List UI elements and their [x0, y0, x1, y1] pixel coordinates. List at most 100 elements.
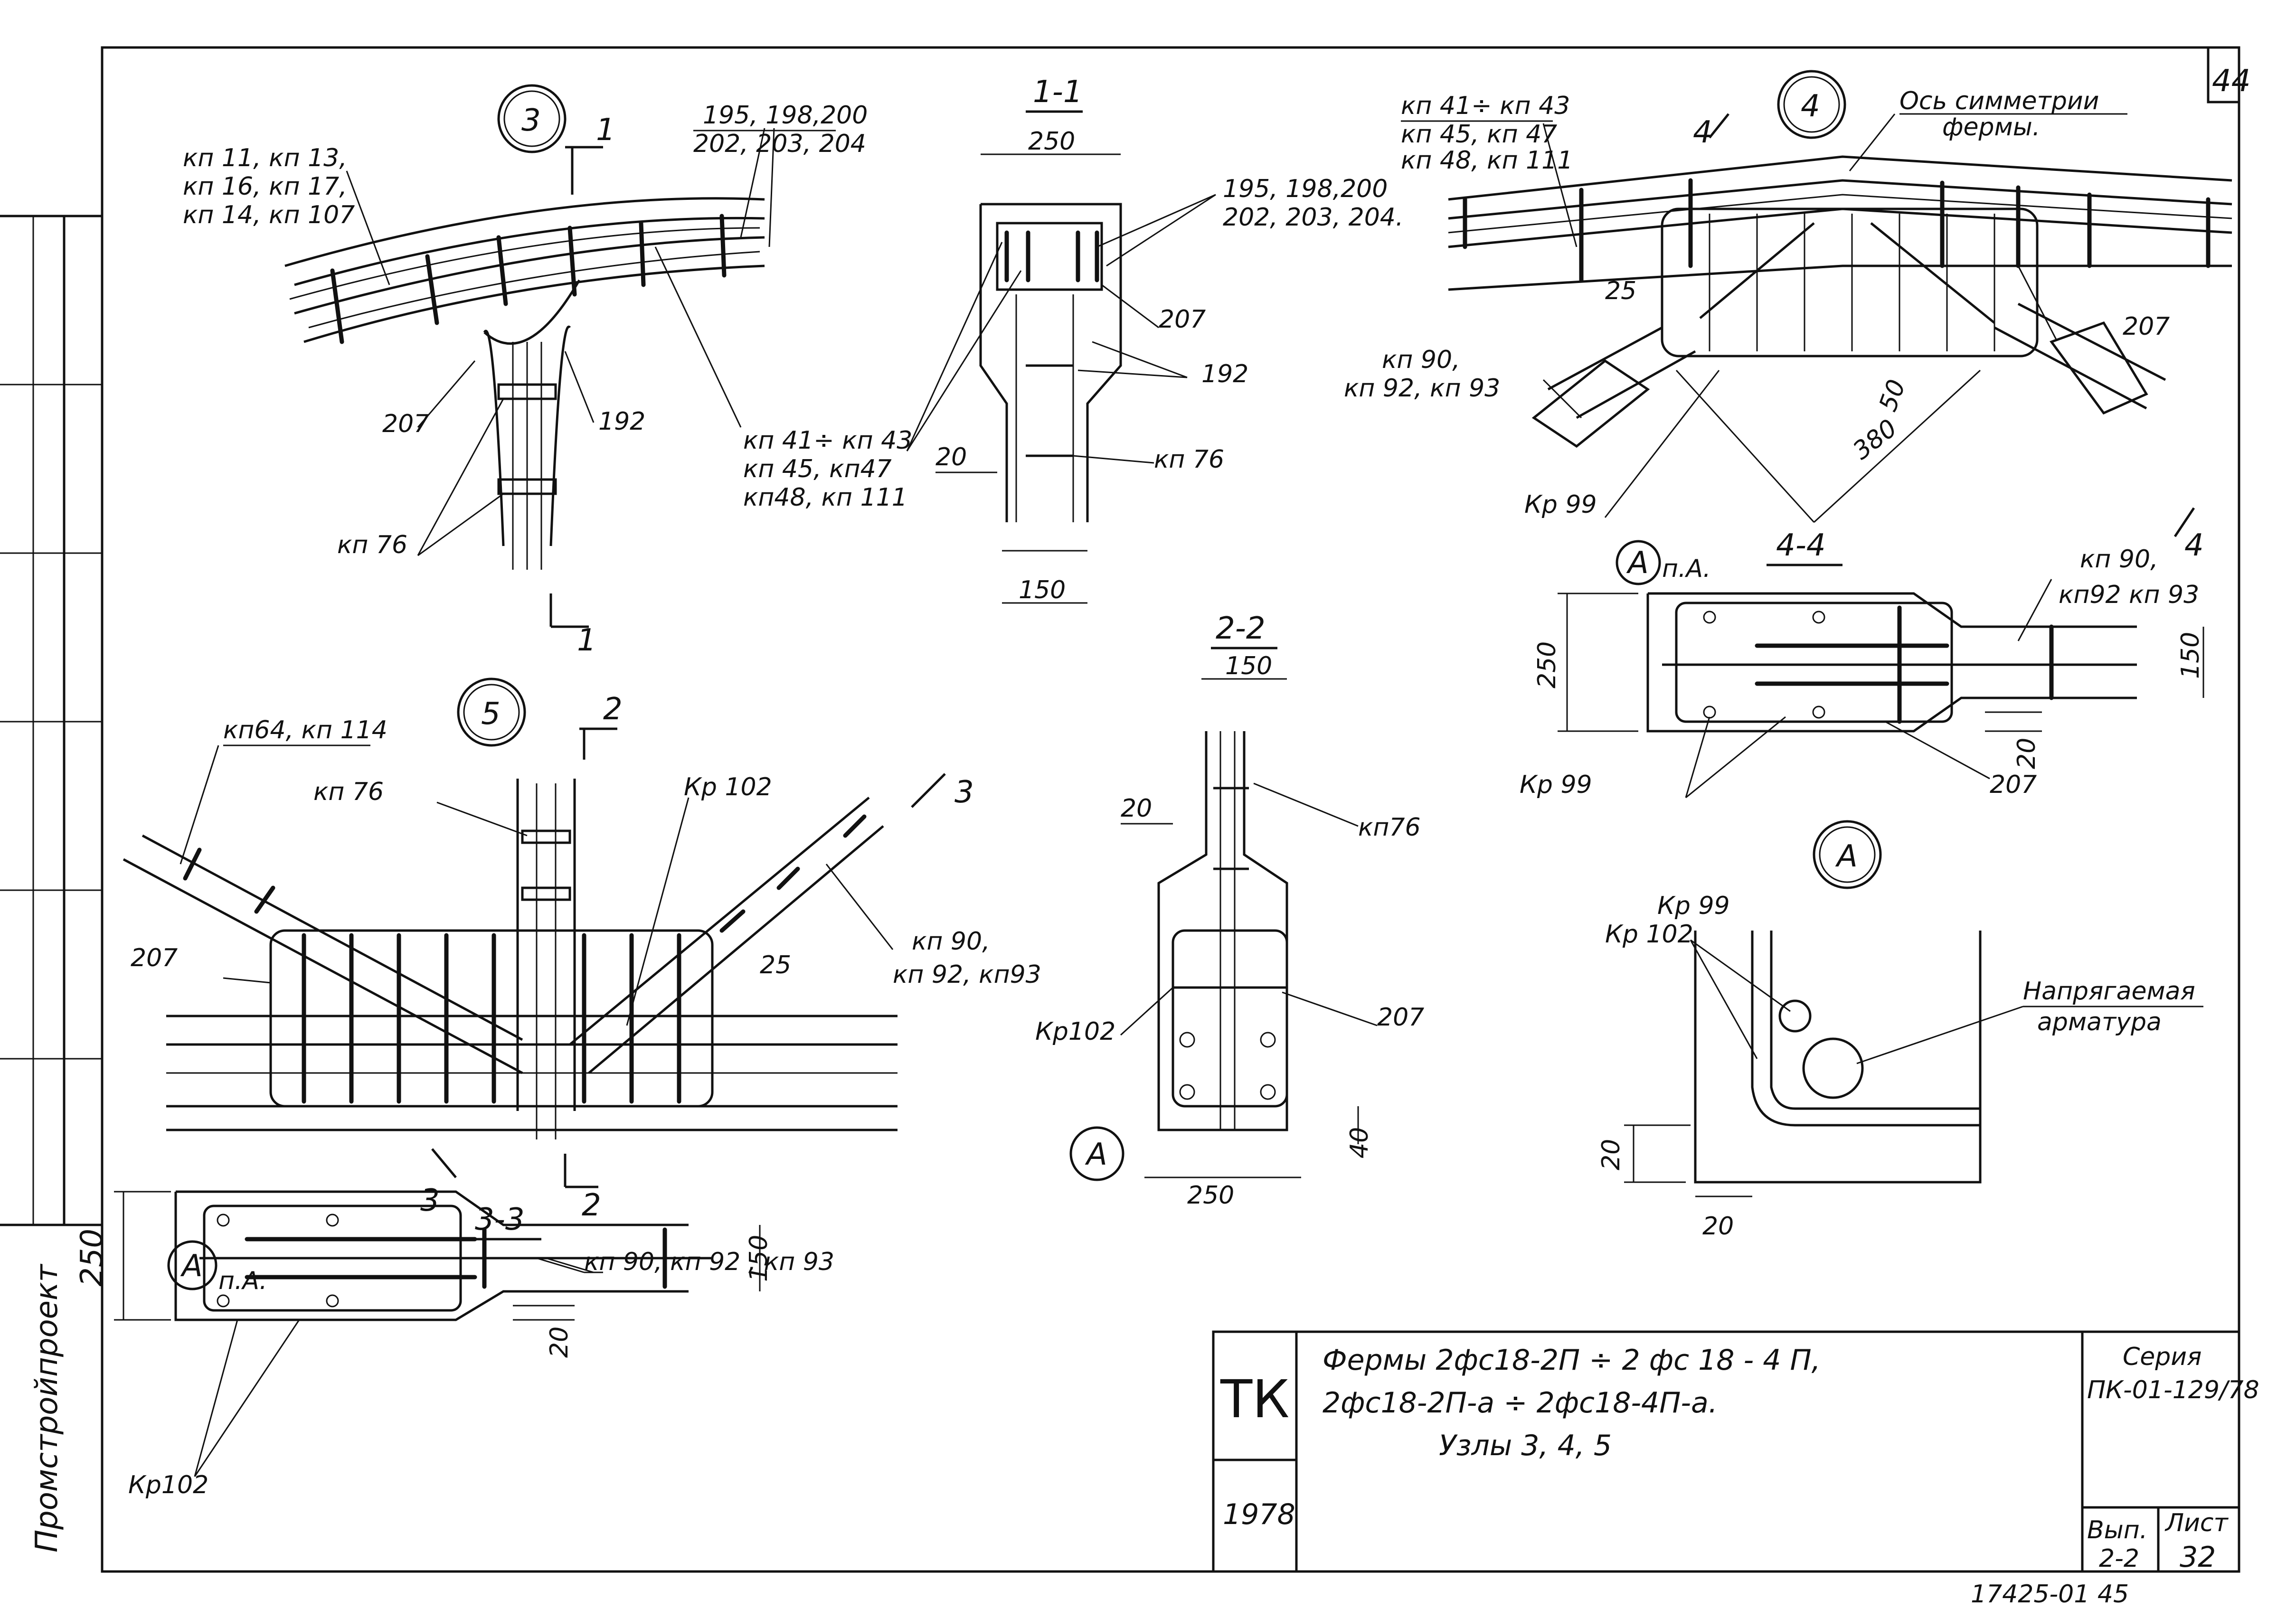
section-2-2-label-kr102: Кр102 — [1035, 1017, 1115, 1046]
node-4-group-2: кп 45, кп 47 — [1401, 120, 1557, 149]
node-5-section-mark-top: 2 — [603, 692, 623, 727]
node-3-group-left-2: кп 16, кп 17, — [183, 172, 347, 201]
section-1-1-dim-250: 250 — [1028, 127, 1075, 156]
detail-a-kr-1: Кр 99 — [1657, 892, 1730, 920]
node-4-dim-50: 50 — [1874, 376, 1911, 415]
node-5-label-kp64: кп64, кп 114 — [223, 716, 387, 744]
detail-a-strand-1: Напрягаемая — [2023, 977, 2195, 1006]
section-1-1-title: 1-1 — [1033, 75, 1083, 110]
node-5-label-kp76: кп 76 — [313, 778, 384, 806]
section-1-1-dim-150: 150 — [1019, 576, 1066, 604]
title-block-sheet-label: Лист — [2164, 1509, 2229, 1537]
title-block-series-label: Серия — [2123, 1343, 2202, 1371]
section-3-3-drawing: А п.А. 250 150 20 кп 90, кп 92 , кп 93 К… — [75, 1190, 834, 1499]
detail-a-marker — [1813, 820, 1882, 889]
detail-a-strand-2: арматура — [2037, 1008, 2162, 1036]
section-2-2-dim-250: 250 — [1187, 1181, 1234, 1210]
section-3-3-pa: п.А. — [218, 1267, 267, 1295]
node-4-axis-label-2: фермы. — [1942, 113, 2040, 141]
node-3-kp41-2: кп 45, кп47 — [743, 455, 892, 483]
node-5-label-207: 207 — [131, 944, 178, 972]
detail-a-marker-label: А — [1835, 839, 1858, 874]
section-3-3-dim-150: 150 — [745, 1235, 773, 1282]
node-4-kp90-2: кп 92, кп 93 — [1344, 374, 1500, 403]
node-5-section-2-bottom: 2 — [582, 1188, 601, 1223]
node-4-label-kr99: Кр 99 — [1524, 490, 1597, 519]
node-4-kp90-1: кп 90, — [1382, 346, 1460, 374]
title-block: ТК 1978 Фермы 2фс18-2П ÷ 2 фс 18 - 4 П, … — [1212, 1330, 2259, 1574]
node-3-marker-label: 3 — [521, 103, 541, 138]
section-1-1-label-207: 207 — [1159, 305, 1206, 334]
node-4-dim-25: 25 — [1605, 277, 1636, 305]
node-3-group-left-3: кп 14, кп 107 — [183, 201, 355, 229]
node-3-kp41-1: кп 41÷ кп 43 — [743, 426, 912, 455]
node-4-group-1: кп 41÷ кп 43 — [1401, 92, 1570, 120]
title-block-sheet: 32 — [2180, 1541, 2216, 1574]
node-4-marker — [1777, 70, 1846, 139]
node-3-label-207: 207 — [382, 410, 429, 438]
detail-a-kr-2: Кр 102 — [1605, 920, 1693, 949]
node-5-dim-25: 25 — [760, 951, 791, 979]
node-4-axis-label-1: Ось симметрии — [1899, 87, 2099, 115]
section-2-2-title: 2-2 — [1216, 611, 1266, 646]
detail-a-drawing: А 20 20 Кр 99 Кр 102 Напрягаемая арматур… — [1597, 820, 2203, 1241]
title-block-year: 1978 — [1223, 1498, 1295, 1531]
section-4-4-title: 4-4 — [1776, 528, 1826, 563]
section-4-4-dim-20: 20 — [2013, 738, 2041, 769]
section-4-4-detail-a-marker — [1616, 540, 1661, 585]
title-block-issue-label: Вып. — [2087, 1516, 2147, 1544]
node-4-dim-380: 380 — [1848, 414, 1902, 465]
node-5-kp90-1: кп 90, — [912, 927, 990, 956]
section-2-2-detail-a-marker — [1069, 1126, 1124, 1181]
section-2-2-label-kp76: кп76 — [1358, 813, 1421, 842]
section-2-2-dim-40: 40 — [1345, 1127, 1374, 1158]
section-4-4-detail-a: А — [1626, 546, 1649, 581]
node-5-drawing: 5 2 3 — [123, 677, 1041, 1241]
node-5-section-3-right: 3 — [954, 775, 974, 810]
section-2-2-label-207: 207 — [1377, 1003, 1424, 1032]
node-3-label-192: 192 — [598, 407, 645, 436]
section-4-4-drawing: 4-4 А п.А. 250 150 20 кп 90, кп92 кп 93 … — [1520, 528, 2205, 799]
title-block-issue: 2-2 — [2099, 1544, 2139, 1573]
section-4-4-pa: п.А. — [1662, 555, 1711, 583]
section-3-3-detail-a: А — [180, 1249, 203, 1284]
node-4-marker-label: 4 — [1801, 89, 1820, 124]
node-4-group-3: кп 48, кп 111 — [1401, 146, 1573, 175]
section-4-4-dim-150: 150 — [2176, 632, 2205, 679]
sheet-frame: 44 Промстройпроект — [0, 46, 2250, 1573]
title-block-title-2: 2фс18-2П-а ÷ 2фс18-4П-а. — [1323, 1386, 1718, 1420]
node-3-marker — [497, 84, 567, 153]
node-4-drawing: 4 Ось симметрии фермы. — [1344, 70, 2232, 563]
section-2-2-drawing: 2-2 150 20 250 40 А кп76 Кр102 207 — [1035, 611, 1424, 1210]
node-3-group-top-1: 195, 198,200 — [703, 101, 868, 130]
section-1-1-label-kp76: кп 76 — [1154, 445, 1224, 474]
node-5-kp90-2: кп 92, кп93 — [893, 960, 1041, 989]
title-block-title-3: Узлы 3, 4, 5 — [1439, 1429, 1612, 1462]
node-3-kp41-3: кп48, кп 111 — [743, 483, 907, 512]
node-5-marker-label: 5 — [481, 696, 501, 732]
section-3-3-dim-20: 20 — [545, 1327, 574, 1358]
node-3-drawing: 3 1 1 — [183, 84, 912, 658]
section-3-3-dim-250: 250 — [75, 1229, 110, 1287]
section-4-4-label-kr99: Кр 99 — [1520, 771, 1592, 799]
section-2-2-detail-a: А — [1085, 1137, 1107, 1172]
sheet-number: 44 — [2212, 64, 2250, 99]
node-3-group-left-1: кп 11, кп 13, — [183, 144, 347, 172]
section-4-4-kp90-1: кп 90, — [2080, 545, 2158, 574]
node-5-marker — [457, 677, 526, 747]
node-3-group-top-2: 202, 203, 204 — [693, 130, 866, 158]
node-3-label-kp76: кп 76 — [337, 531, 407, 559]
section-1-1-bars-2: 202, 203, 204. — [1223, 203, 1403, 232]
section-4-4-kp90-2: кп92 кп 93 — [2059, 581, 2199, 609]
section-3-3-label-kr102: Кр102 — [128, 1471, 208, 1499]
side-org-label: Промстройпроект — [29, 1263, 65, 1553]
title-block-title-1: Фермы 2фс18-2П ÷ 2 фс 18 - 4 П, — [1323, 1344, 1821, 1377]
section-2-2-dim-20: 20 — [1121, 794, 1152, 823]
detail-a-dim-20-v: 20 — [1597, 1139, 1625, 1170]
node-5-section-3-left: 3 — [420, 1183, 440, 1218]
section-1-1-label-192: 192 — [1201, 360, 1248, 388]
section-3-3-detail-a-marker — [167, 1240, 217, 1290]
node-4-section-mark-right: 4 — [2184, 528, 2204, 563]
section-1-1-drawing: 1-1 250 150 20 195, 198,200 202, 203, 20… — [906, 75, 1403, 604]
